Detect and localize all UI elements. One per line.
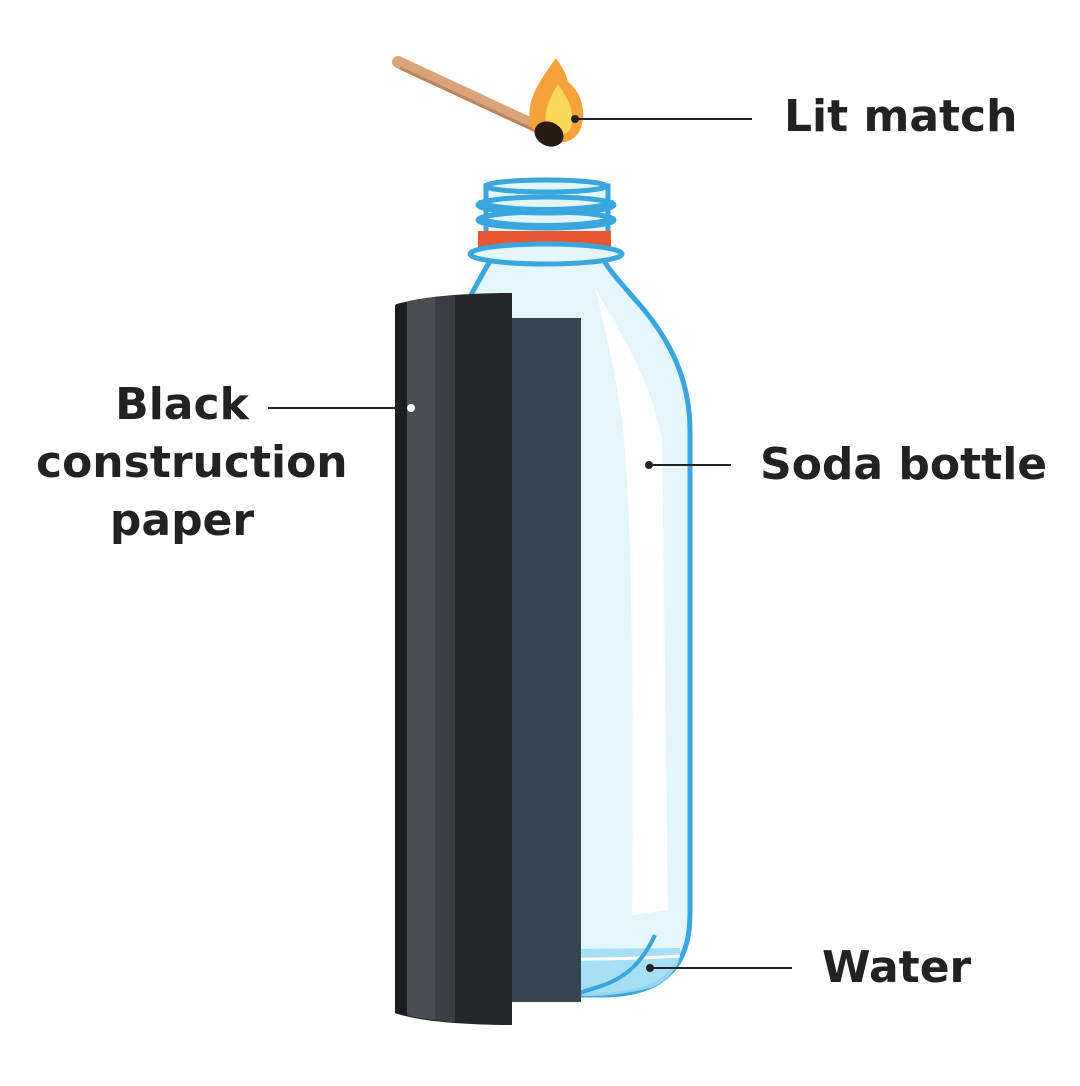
match-stick <box>392 56 546 134</box>
thread-ring-2 <box>475 209 617 231</box>
label-paper-line: paper <box>109 495 255 546</box>
flame-inner <box>545 84 573 136</box>
leader-soda-bottle-dot <box>645 461 653 469</box>
match-head <box>534 121 564 147</box>
leader-water-dot <box>646 964 654 972</box>
label-soda-bottle: Soda bottle <box>760 439 1048 490</box>
bottle-highlight <box>596 290 668 915</box>
label-black-line: Black <box>115 379 249 430</box>
paper-fold-light <box>407 297 435 1020</box>
paper-behind-bottle <box>505 318 581 1002</box>
bottle-collar <box>467 241 625 267</box>
match-stick-shade <box>399 66 539 134</box>
paper-edge <box>395 302 407 1015</box>
bottle-mouth <box>483 177 609 195</box>
label-lit-match: Lit match <box>784 91 1018 142</box>
label-water: Water <box>822 942 972 993</box>
label-construction-line: construction <box>36 437 348 488</box>
paper-fold-mid <box>435 296 455 1022</box>
leader-lit-match-dot <box>571 115 579 123</box>
leader-paper-dot <box>407 404 415 412</box>
